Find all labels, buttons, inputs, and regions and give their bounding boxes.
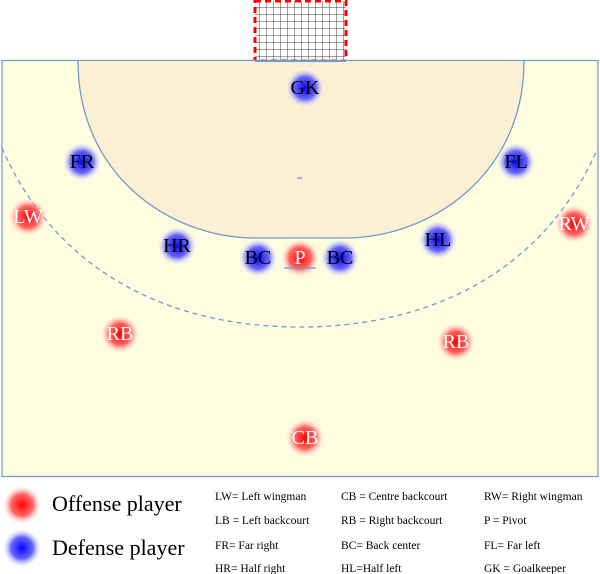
key-entry: BC= Back center [341, 540, 420, 552]
player-p: P [280, 238, 320, 278]
defense-marker [496, 142, 536, 182]
legend: Offense player Defense player [2, 485, 185, 568]
player-label: RB [107, 323, 134, 345]
player-bc: BC [238, 238, 278, 278]
offense-marker [285, 418, 325, 458]
offense-marker [2, 485, 42, 525]
defense-marker [2, 528, 42, 568]
player-label: RB [443, 331, 470, 353]
key-entry: CB = Centre backcourt [341, 491, 448, 503]
player-label: BC [245, 247, 272, 269]
player-label: HR [163, 235, 191, 257]
player-bc: BC [320, 238, 360, 278]
key-entry: GK = Goalkeeper [484, 563, 566, 574]
player-label: BC [327, 247, 354, 269]
key-entry: RW= Right wingman [484, 491, 583, 503]
defense-marker [157, 226, 197, 266]
legend-offense: Offense player [52, 491, 182, 516]
key-entry: P = Pivot [484, 515, 527, 527]
key-entry: LB = Left backcourt [215, 515, 310, 527]
defense-marker [238, 238, 278, 278]
offense-marker [554, 204, 594, 244]
player-label: GK [291, 77, 320, 99]
player-hr: HR [157, 226, 197, 266]
player-gk: GK [285, 68, 325, 108]
defense-marker [62, 142, 102, 182]
defense-marker [418, 220, 458, 260]
player-label: LW [13, 206, 43, 228]
offense-marker [100, 314, 140, 354]
key-entry: LW= Left wingman [215, 491, 306, 503]
player-label: RW [558, 213, 589, 235]
player-label: HL [425, 229, 452, 251]
key-entry: HL=Half left [341, 563, 402, 574]
key-entry: RB = Right backcourt [341, 515, 443, 527]
goal [253, 0, 348, 63]
player-rb: RB [436, 322, 476, 362]
player-hl: HL [418, 220, 458, 260]
player-rw: RW [554, 204, 594, 244]
key-entry: FL= Far left [484, 540, 541, 552]
player-label: P [294, 247, 305, 269]
player-fl: FL [496, 142, 536, 182]
player-label: FL [504, 151, 527, 173]
player-lw: LW [8, 197, 48, 237]
player-fr: FR [62, 142, 102, 182]
key-entry: HR= Half right [215, 563, 286, 574]
player-label: CB [292, 427, 319, 449]
key-entry: FR= Far right [215, 540, 279, 552]
defense-marker [320, 238, 360, 278]
player-cb: CB [285, 418, 325, 458]
legend-defense: Defense player [52, 535, 185, 560]
free-throw-line [1, 147, 599, 328]
player-label: FR [70, 151, 95, 173]
abbreviation-key: LW= Left wingman CB = Centre backcourt RW=… [215, 491, 583, 574]
defense-marker [285, 68, 325, 108]
player-rb: RB [100, 314, 140, 354]
offense-marker [8, 197, 48, 237]
offense-marker [436, 322, 476, 362]
